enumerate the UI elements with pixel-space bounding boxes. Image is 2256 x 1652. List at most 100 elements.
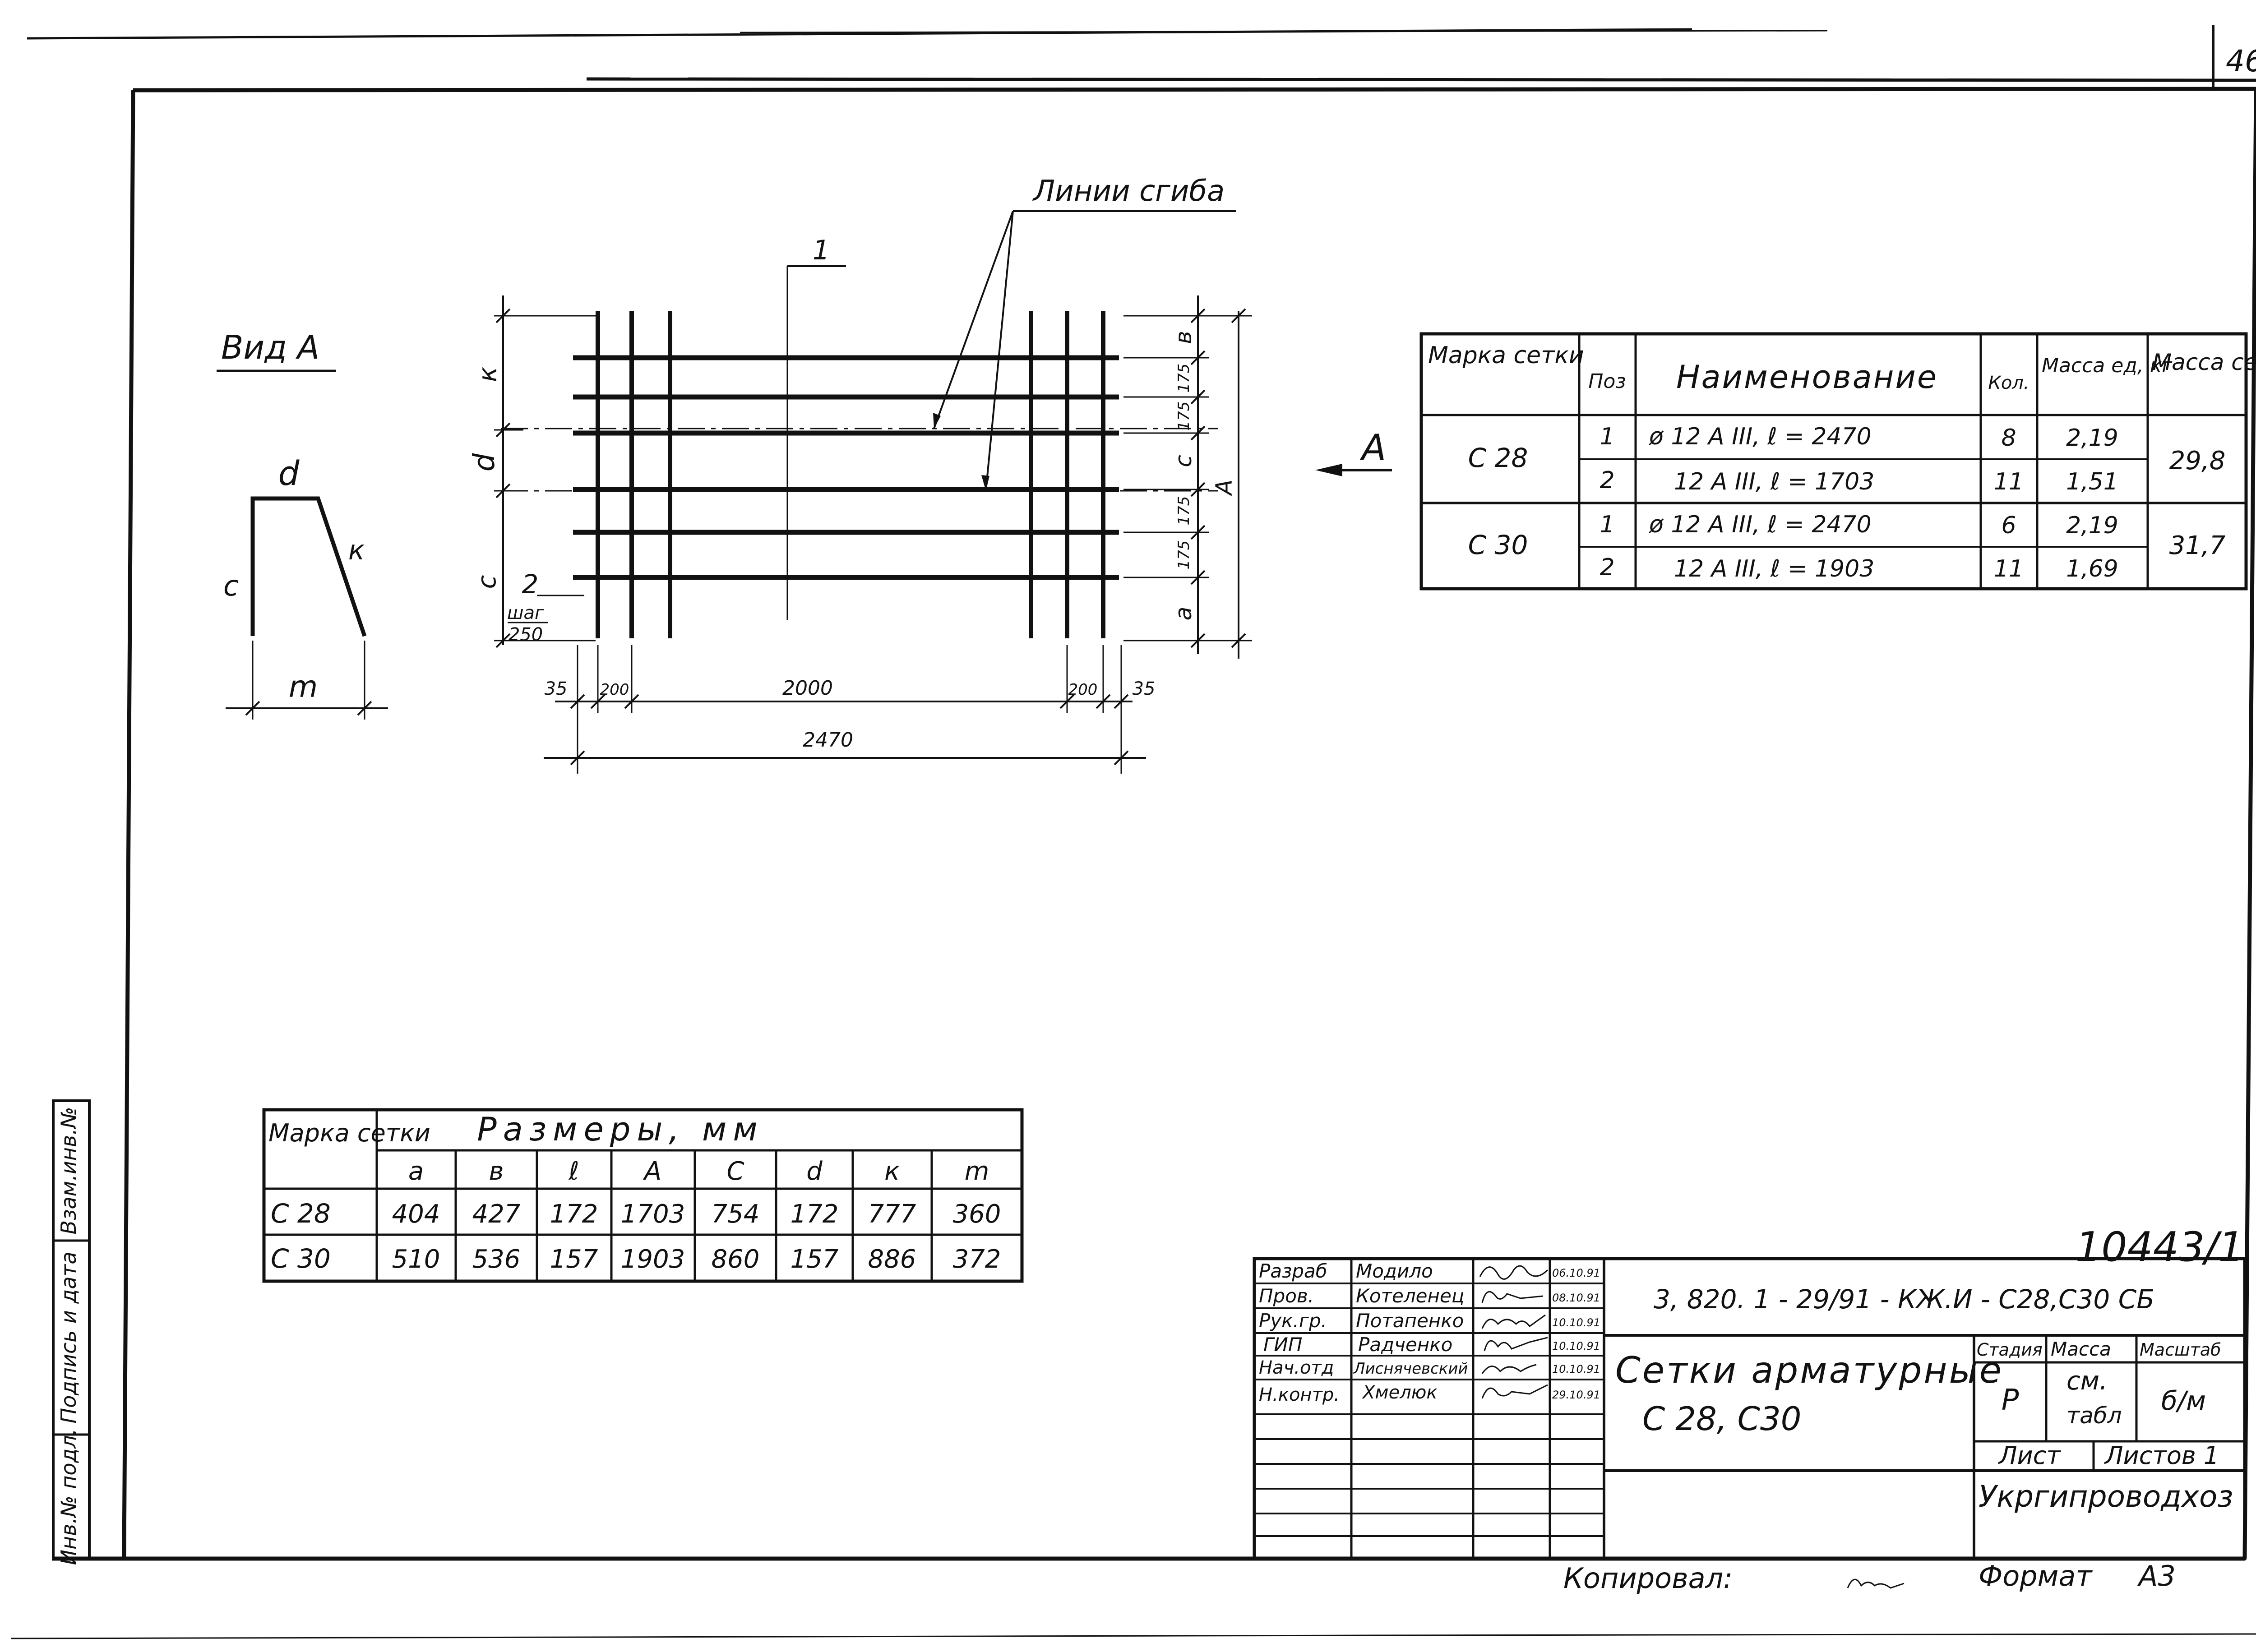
- scale-value: б/м: [2161, 1385, 2206, 1416]
- title-people-name-6: Хмелюк: [1362, 1382, 1438, 1403]
- title-people-name-1: Модило: [1356, 1260, 1433, 1282]
- title-block-grid: [1253, 1257, 2247, 1560]
- side-stamp-signature: Подпись и дата: [56, 1251, 81, 1423]
- dims-row1-C: 754: [712, 1200, 760, 1229]
- sheet-label: Лист: [1998, 1441, 2061, 1470]
- title-people-role-2: Пров.: [1259, 1285, 1314, 1307]
- spec-row1-mesh-mass: 29,8: [2169, 446, 2226, 475]
- dims-row1-m: 360: [953, 1200, 1001, 1229]
- title-people-date-1: 06.10.91: [1552, 1267, 1600, 1279]
- spec-row1-pos: 1: [1600, 423, 1614, 450]
- dims-row2-A: 1903: [621, 1245, 685, 1274]
- dims-row1-mark: С 28: [271, 1198, 331, 1229]
- mesh-section-mark: [537, 265, 846, 620]
- bend-lines-leader: [933, 210, 1236, 491]
- spec-row3-qty: 6: [2001, 512, 2016, 539]
- signatures: [1479, 1265, 1905, 1589]
- side-stamp-inventory: Инв.№ подл.: [56, 1429, 81, 1565]
- dims-col-k: к: [884, 1157, 900, 1186]
- title-people-role-3: Рук.гр.: [1259, 1310, 1327, 1332]
- dims-col-d: d: [806, 1157, 823, 1186]
- spec-row1-name: ø 12 А III, ℓ = 2470: [1649, 423, 1872, 450]
- mesh-bend-lines: [501, 428, 1218, 492]
- mesh-bottom-dim-35-right: 35: [1133, 678, 1156, 699]
- mesh-right-dim-175-4: 175: [1175, 540, 1193, 570]
- section-arrow-label: А: [1359, 427, 1387, 469]
- spec-row1-qty: 8: [2001, 425, 2016, 452]
- spec-row4-qty: 11: [1994, 555, 2024, 582]
- organization-name: Укргипроводхоз: [1979, 1479, 2233, 1514]
- detail-label-c: c: [223, 569, 239, 602]
- dims-row1-d: 172: [791, 1200, 839, 1229]
- mesh-position-1: 1: [813, 235, 830, 266]
- mesh-overall-length: 2470: [803, 729, 853, 752]
- spec-row3-mesh-mass: 31,7: [2169, 531, 2226, 560]
- mesh-right-dim-175-3: 175: [1175, 496, 1193, 526]
- mesh-left-dim-d: d: [468, 453, 501, 471]
- spec-row1-mark: С 28: [1468, 443, 1528, 473]
- spec-row1-unit-mass: 2,19: [2066, 425, 2118, 452]
- mesh-right-dimensions: [1123, 295, 1252, 659]
- mesh-right-dim-b: в: [1170, 331, 1197, 344]
- spec-row3-mark: С 30: [1468, 530, 1528, 560]
- mesh-bottom-dim-2000: 2000: [782, 677, 833, 700]
- bent-detail: [226, 496, 388, 720]
- spec-header-name: Наименование: [1676, 359, 1938, 396]
- sheets-label: Листов 1: [2104, 1441, 2219, 1470]
- mesh-right-dim-A: A: [1211, 480, 1237, 496]
- title-people-name-2: Котеленец: [1356, 1285, 1464, 1307]
- detail-label-k: к: [348, 535, 365, 566]
- spec-row2-name: 12 А III, ℓ = 1703: [1674, 468, 1874, 495]
- copied-by-label: Копировал:: [1563, 1562, 1733, 1595]
- mass-header: Масса: [2051, 1338, 2111, 1360]
- title-people-date-2: 08.10.91: [1552, 1292, 1600, 1304]
- mesh-right-dim-c: c: [1170, 455, 1197, 467]
- mesh-transverse-bars: [596, 311, 1105, 638]
- spec-row2-pos: 2: [1600, 467, 1614, 494]
- mass-value-line-2: табл: [2066, 1403, 2122, 1429]
- title-people-role-4: ГИП: [1263, 1334, 1302, 1356]
- mesh-longitudinal-bars: [573, 355, 1119, 580]
- title-people-role-5: Нач.отд: [1259, 1357, 1334, 1378]
- dims-col-C: C: [726, 1157, 744, 1186]
- dims-row2-d: 157: [791, 1245, 839, 1274]
- dims-row2-b: 536: [472, 1245, 521, 1274]
- spec-header-qty: Кол.: [1988, 373, 2029, 393]
- dims-row2-a: 510: [392, 1245, 440, 1274]
- spec-row3-pos: 1: [1600, 511, 1614, 538]
- dims-row1-l: 172: [550, 1200, 598, 1229]
- mesh-left-dimensions: [494, 295, 596, 648]
- spec-row3-unit-mass: 2,19: [2066, 512, 2118, 539]
- mesh-left-dim-k: к: [473, 367, 503, 382]
- format-value: А3: [2137, 1560, 2176, 1592]
- mesh-left-dim-c: c: [472, 575, 502, 589]
- mesh-bottom-dim-200-right: 200: [1068, 681, 1098, 699]
- title-people-role-1: Разраб: [1259, 1260, 1327, 1282]
- side-stamp-replacement: Взам.инв.№: [56, 1107, 81, 1234]
- dims-row1-A: 1703: [621, 1200, 685, 1229]
- spec-header-mark: Марка сетки: [1428, 342, 1584, 369]
- dims-row1-b: 427: [472, 1200, 521, 1229]
- mesh-right-dim-175-2: 175: [1175, 401, 1193, 431]
- title-people-date-3: 10.10.91: [1552, 1316, 1600, 1329]
- stage-value: Р: [2002, 1384, 2019, 1417]
- dims-row2-l: 157: [550, 1245, 598, 1274]
- title-people-date-4: 10.10.91: [1552, 1340, 1600, 1352]
- sheet-number: 46: [2226, 44, 2256, 78]
- title-line-1: Сетки арматурные: [1615, 1349, 2003, 1391]
- bend-lines-label: Линии сгиба: [1032, 175, 1225, 208]
- format-label: Формат: [1979, 1560, 2093, 1592]
- title-people-name-4: Радченко: [1358, 1334, 1452, 1356]
- scale-header: Масштаб: [2140, 1340, 2221, 1360]
- mesh-position-2: 2: [522, 569, 539, 600]
- mesh-bottom-dimensions: [544, 645, 1146, 774]
- spec-row4-pos: 2: [1600, 554, 1614, 581]
- title-people-date-6: 29.10.91: [1552, 1389, 1600, 1401]
- dims-row1-k: 777: [868, 1200, 916, 1229]
- mesh-pitch-value: 250: [509, 624, 543, 645]
- spec-row4-unit-mass: 1,69: [2066, 555, 2118, 582]
- dims-table-grid: [262, 1108, 1024, 1283]
- title-people-name-5: Лиснячевский: [1353, 1360, 1468, 1378]
- archive-number: 10443/1: [2076, 1223, 2244, 1271]
- mesh-right-dim-175-1: 175: [1175, 364, 1193, 393]
